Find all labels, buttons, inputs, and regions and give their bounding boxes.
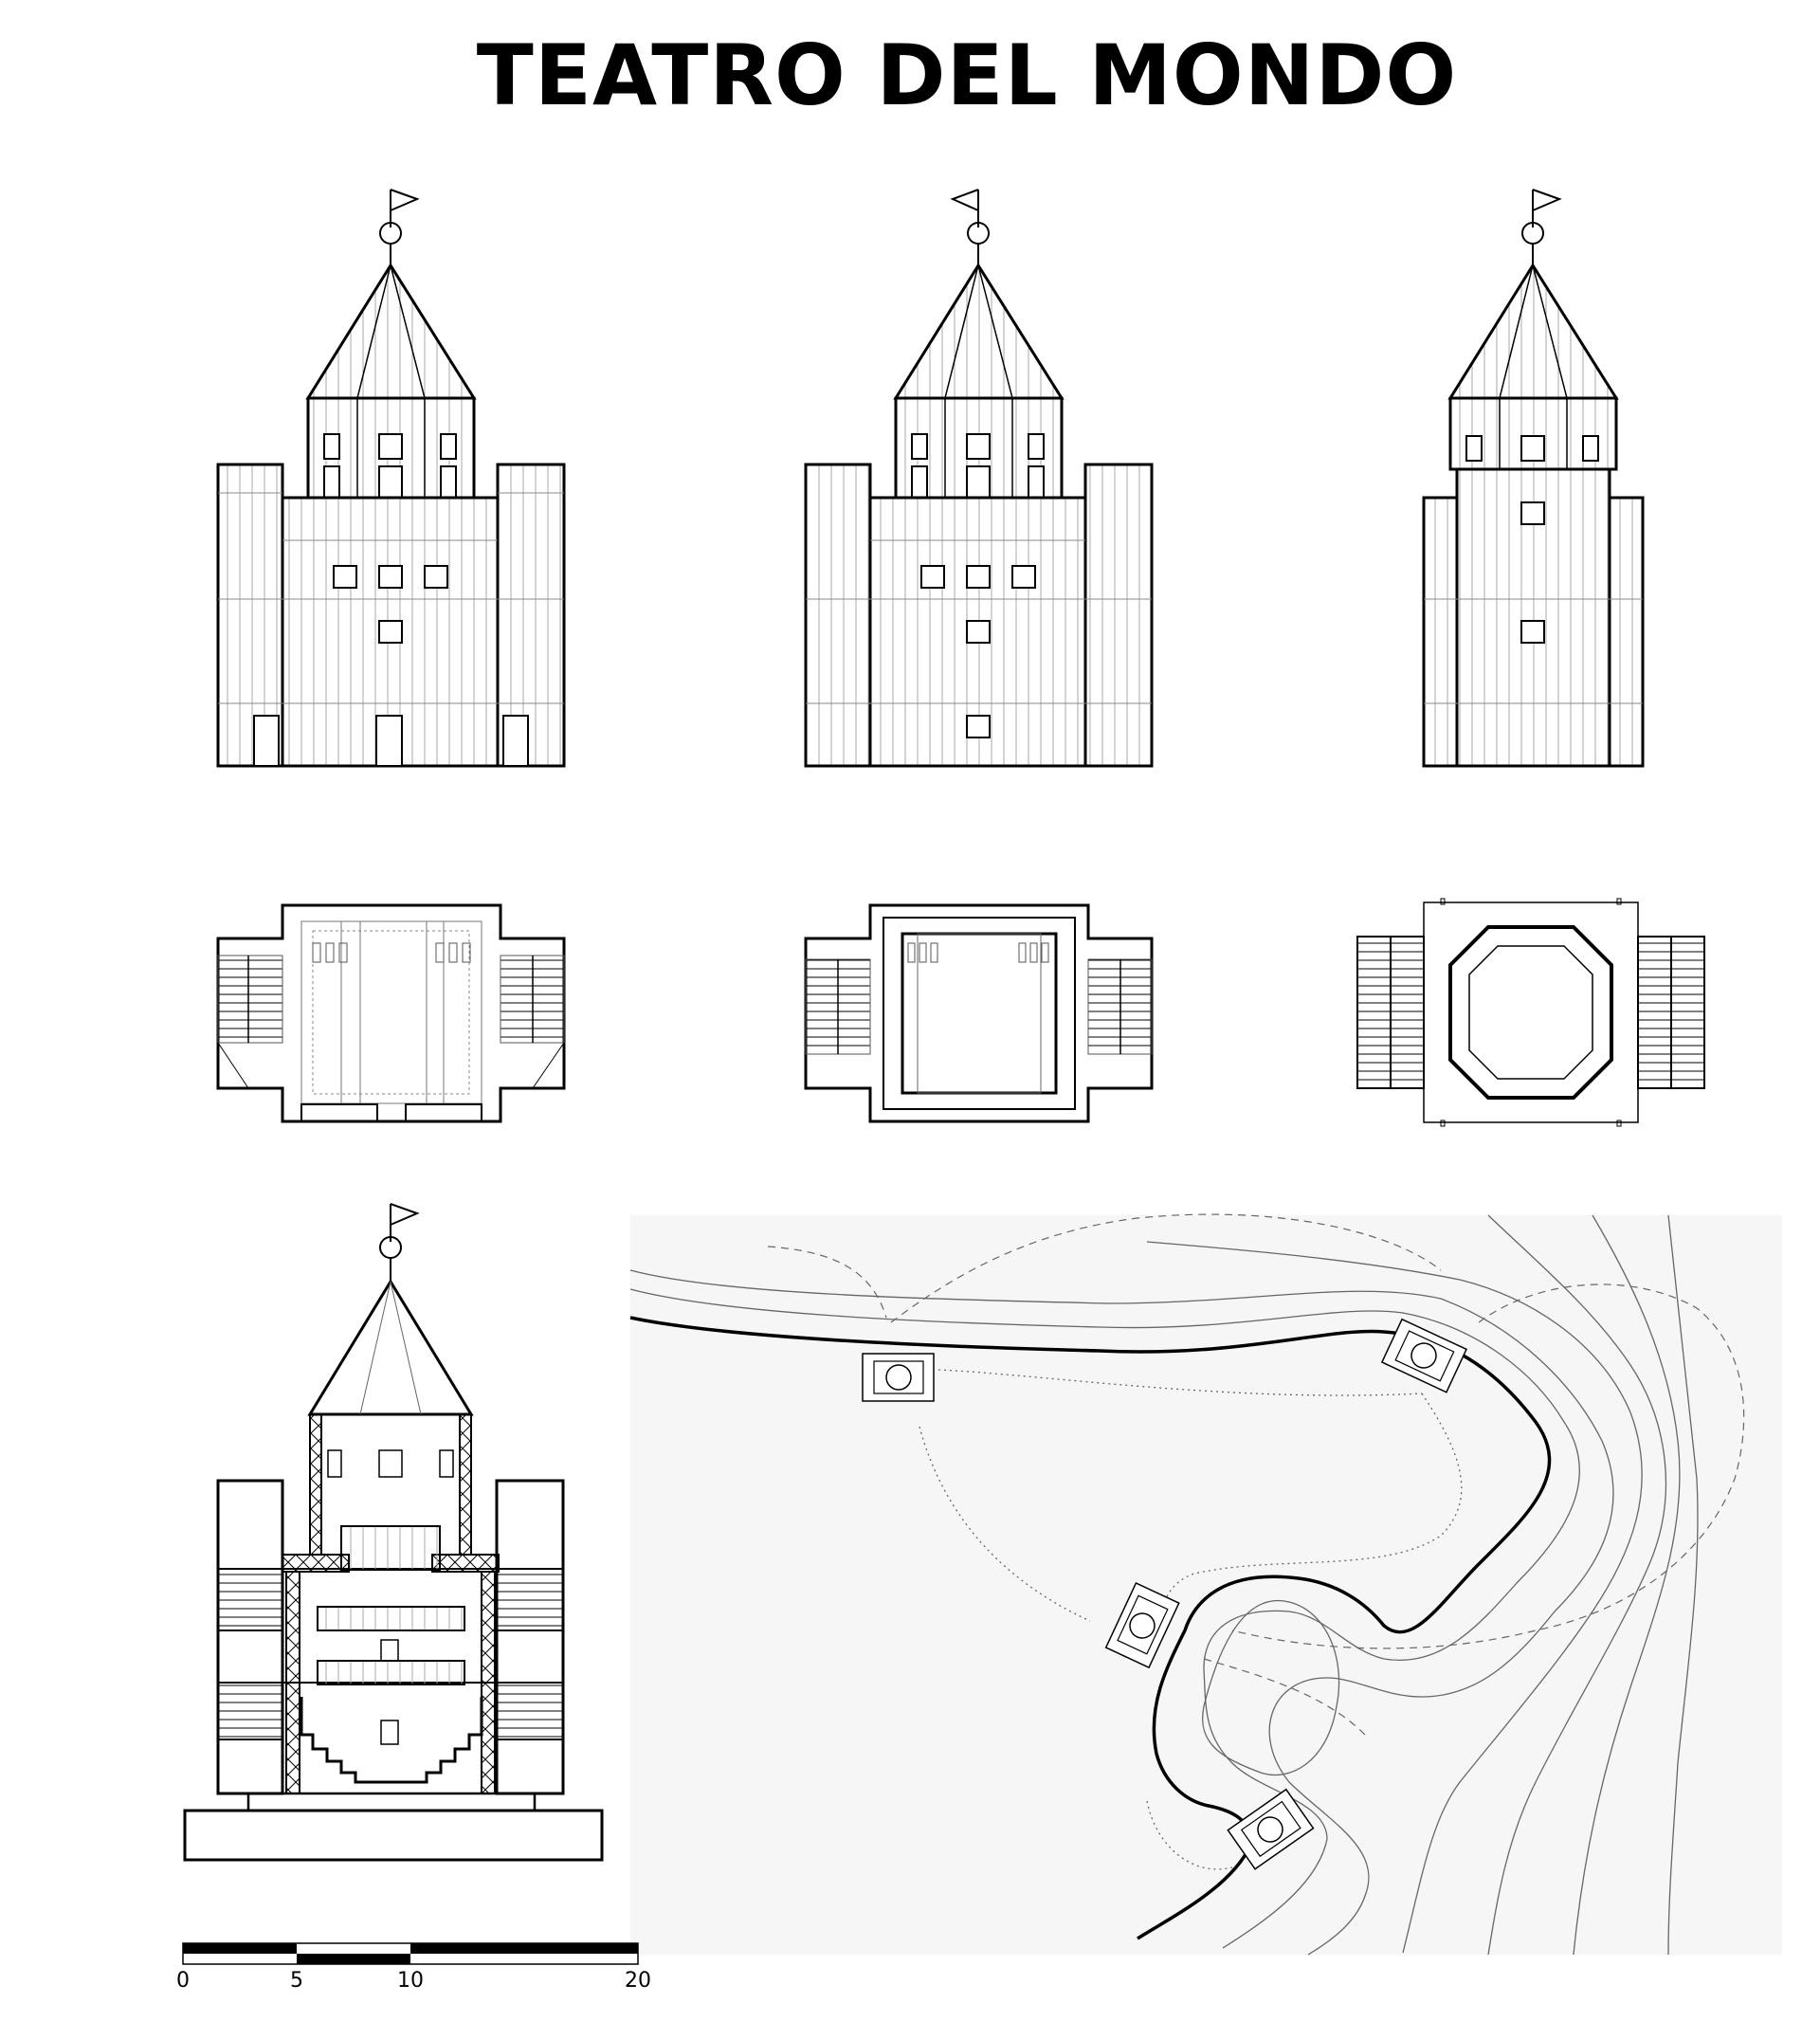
scale-bar-segment [297, 1954, 410, 1964]
scale-bar-tick-label: 10 [397, 1969, 424, 1993]
plan-upper [804, 903, 1154, 1123]
plan-roof [1356, 898, 1705, 1127]
scale-bar-tick-label: 0 [176, 1969, 190, 1993]
scale-bar: 0 5 10 20 [176, 1942, 651, 1993]
site-map [629, 1213, 1782, 1956]
elevation-rear [804, 189, 1154, 768]
site-marker [862, 1353, 935, 1402]
site-marker [1380, 1318, 1468, 1393]
scale-bar-segment [183, 1943, 297, 1954]
flag-icon [390, 189, 420, 211]
flag-icon [390, 1203, 420, 1226]
flag-icon [950, 189, 979, 211]
flag-icon [1532, 189, 1562, 211]
scale-bar-tick-label: 20 [625, 1969, 651, 1993]
plan-ground [216, 903, 566, 1123]
scale-bar-tick-label: 5 [290, 1969, 303, 1993]
elevation-side [1422, 189, 1645, 768]
scale-bar-segment [410, 1943, 638, 1954]
page-title: TEATRO DEL MONDO [476, 27, 1458, 124]
section [183, 1203, 604, 1862]
site-marker [1227, 1788, 1315, 1870]
elevation-front [216, 189, 566, 768]
site-marker [1104, 1581, 1180, 1669]
